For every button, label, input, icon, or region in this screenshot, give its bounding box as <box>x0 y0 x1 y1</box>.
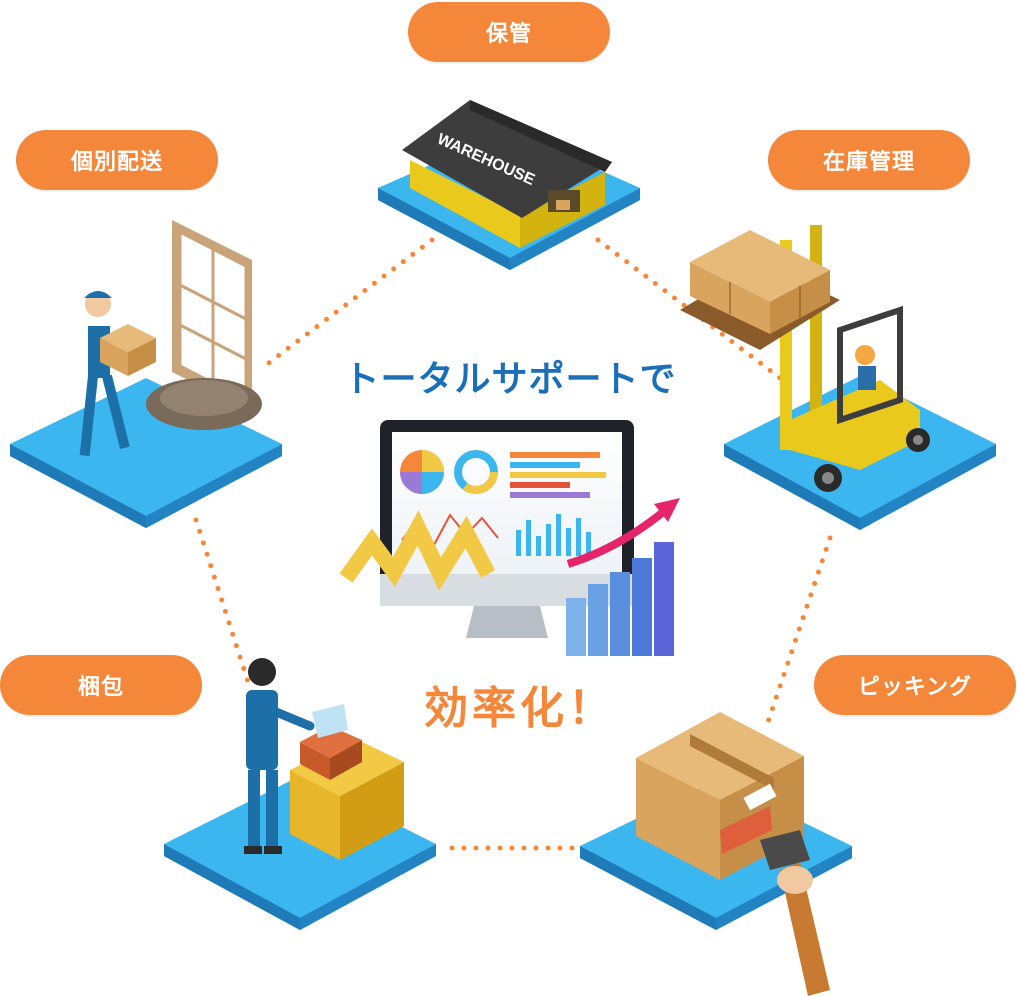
stage-label-delivery: 個別配送 <box>16 130 218 190</box>
packing-illustration <box>164 658 436 930</box>
stage-label-inventory: 在庫管理 <box>768 130 970 190</box>
headline-title: トータルサポートで <box>343 359 677 400</box>
monitor-illustration <box>339 420 680 656</box>
result-text: 効率化！ <box>424 683 616 734</box>
delivery-illustration <box>10 220 282 528</box>
growth-bars <box>566 542 674 656</box>
forklift-illustration <box>680 225 996 530</box>
picking-illustration <box>580 712 852 996</box>
warehouse-illustration: WAREHOUSE <box>378 100 640 270</box>
stage-label-picking: ピッキング <box>814 655 1016 715</box>
stage-label-packing: 梱包 <box>0 655 202 715</box>
connector-lines <box>193 237 833 851</box>
stage-label-storage: 保管 <box>408 2 610 62</box>
